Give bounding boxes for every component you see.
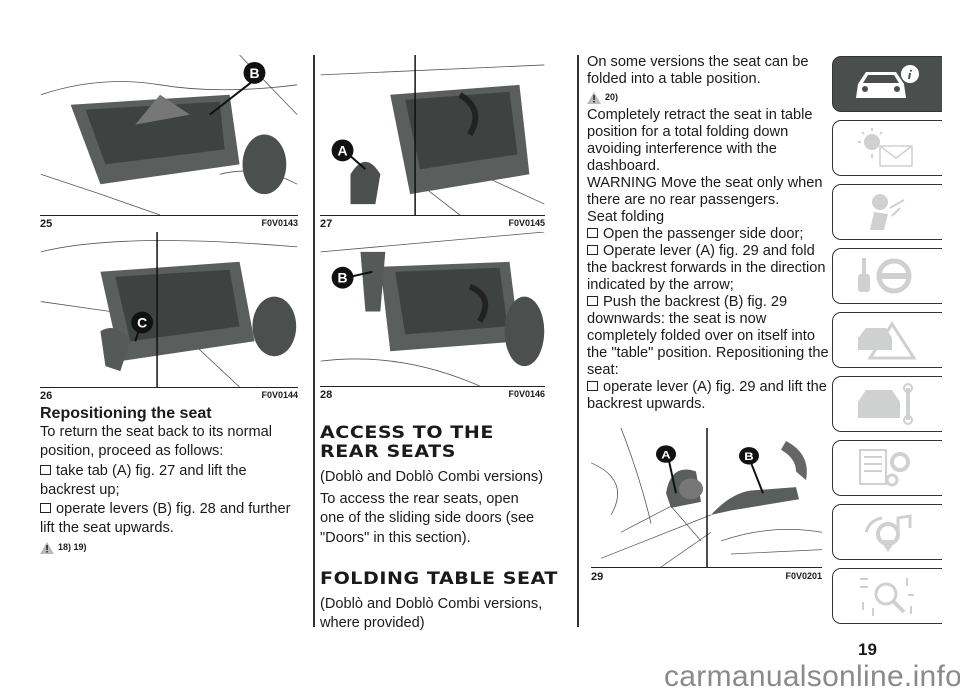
page-number: 19	[858, 640, 877, 659]
multimedia-icon	[864, 514, 911, 552]
figure-number: 28	[320, 389, 333, 401]
section-heading: ACCESS TO THE REAR SEATS	[320, 423, 494, 462]
right-column-text: On some versions the seat can be folded …	[587, 54, 832, 413]
warning-triangle-icon	[40, 541, 54, 554]
paragraph: Seat folding	[587, 209, 665, 225]
tab-emergency[interactable]	[832, 312, 942, 368]
index-search-icon	[859, 578, 914, 616]
section-heading: FOLDING TABLE SEAT	[320, 568, 558, 589]
column-divider	[577, 55, 579, 627]
warning-light-message-icon	[857, 128, 913, 167]
callout-label: A	[661, 448, 671, 461]
figure-code: F0V0143	[261, 218, 298, 228]
callout-label: A	[338, 142, 348, 158]
warning-refs: 18) 19)	[58, 542, 87, 553]
warning-triangle-icon	[587, 91, 601, 104]
figure-25: B	[40, 55, 298, 216]
warning-reference: 20)	[587, 88, 832, 107]
tab-maintenance[interactable]	[832, 376, 942, 432]
figure-code: F0V0146	[508, 389, 545, 399]
figure-caption: 29 F0V0201	[591, 571, 822, 583]
tab-safety[interactable]	[832, 184, 942, 240]
paragraph: To access the rear seats, open one of th…	[320, 491, 535, 546]
left-column-text: Repositioning the seat To return the sea…	[40, 404, 302, 557]
bullet-item: operate lever (A) fig. 29 and lift the b…	[587, 379, 832, 413]
bullet-item: take tab (A) fig. 27 and lift the backre…	[40, 462, 302, 500]
callout-label: B	[249, 65, 259, 81]
technical-data-icon	[858, 449, 910, 487]
column-divider	[313, 55, 315, 627]
car-maintenance-icon	[857, 383, 913, 425]
warning-reference: 18) 19)	[40, 538, 302, 557]
car-info-icon	[855, 65, 919, 98]
tab-starting-driving[interactable]	[832, 248, 942, 304]
tab-technical-data[interactable]	[832, 440, 942, 496]
middle-column-text: ACCESS TO THE REAR SEATS (Doblò and Dobl…	[320, 423, 557, 633]
warning-refs: 20)	[605, 92, 619, 102]
paragraph: WARNING Move the seat only when there ar…	[587, 175, 823, 208]
tab-car-info[interactable]	[832, 56, 942, 112]
callout-label: B	[744, 450, 754, 463]
figure-number: 26	[40, 390, 53, 402]
section-heading: Repositioning the seat	[40, 405, 212, 422]
figure-26: C	[40, 232, 298, 388]
paragraph: (Doblò and Doblò Combi versions)	[320, 469, 544, 485]
key-steering-wheel-icon	[857, 258, 911, 294]
watermark: carmanualsonline.info	[664, 660, 960, 693]
tab-warning-lights[interactable]	[832, 120, 942, 176]
callout-label: B	[338, 270, 348, 286]
figure-code: F0V0201	[785, 571, 822, 581]
bullet-item: Push the backrest (B) fig. 29 downwards:…	[587, 294, 832, 379]
emergency-triangle-icon	[857, 321, 917, 360]
bullet-item: Operate lever (A) fig. 29 and fold the b…	[587, 243, 832, 294]
figure-number: 27	[320, 218, 333, 230]
paragraph: Completely retract the seat in table pos…	[587, 107, 813, 174]
paragraph: On some versions the seat can be folded …	[587, 54, 809, 87]
tab-multimedia[interactable]	[832, 504, 942, 560]
figure-27: A	[320, 55, 545, 216]
tab-index[interactable]	[832, 568, 942, 624]
callout-label: C	[137, 314, 147, 330]
figure-28: B	[320, 232, 545, 387]
bullet-item: Open the passenger side door;	[587, 226, 832, 243]
figure-number: 25	[40, 218, 53, 230]
figure-caption: 27 F0V0145	[320, 218, 545, 230]
figure-code: F0V0144	[261, 390, 298, 400]
figure-29: A B	[591, 428, 822, 568]
figure-caption: 28 F0V0146	[320, 389, 545, 401]
figure-caption: 26 F0V0144	[40, 390, 298, 402]
airbag-seat-icon	[869, 194, 904, 230]
figure-code: F0V0145	[508, 218, 545, 228]
paragraph: (Doblò and Doblò Combi versions, where p…	[320, 595, 543, 632]
figure-number: 29	[591, 571, 604, 583]
bullet-item: operate levers (B) fig. 28 and further l…	[40, 500, 302, 538]
figure-caption: 25 F0V0143	[40, 218, 298, 230]
paragraph: To return the seat back to its normal po…	[40, 424, 272, 460]
